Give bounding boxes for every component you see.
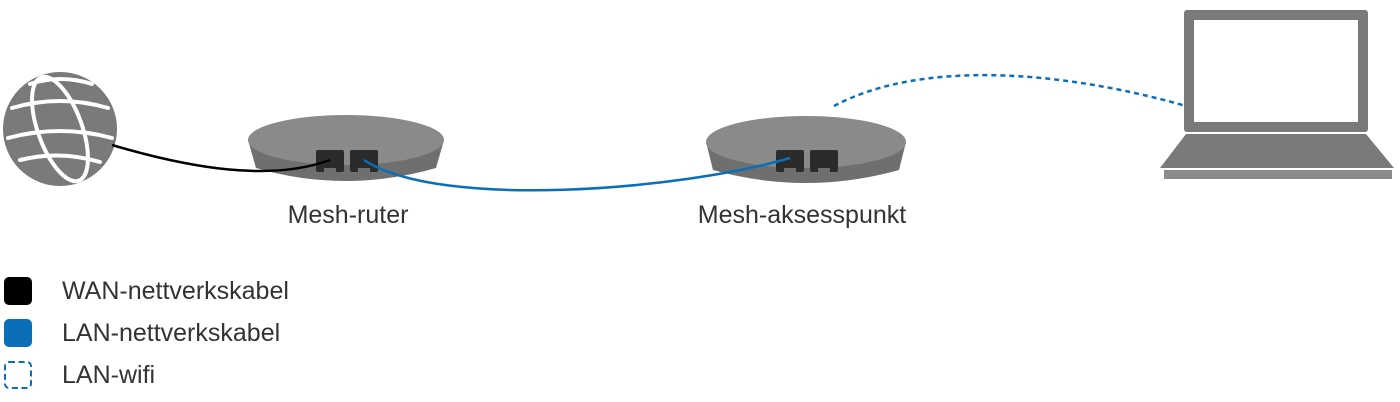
legend-label-wifi: LAN-wifi [62,360,156,389]
access-point-port-2 [810,150,838,172]
wifi-swatch-icon [4,361,32,389]
legend-label-wan: WAN-nettverkskabel [62,276,289,305]
legend-item-lan: LAN-nettverkskabel [4,312,289,354]
laptop-icon [1160,10,1394,179]
access-point-port-lan [776,150,804,172]
lan-swatch-icon [4,319,32,347]
lan-wifi-line [833,73,1187,108]
router-label: Mesh-ruter [288,201,409,229]
legend-item-wan: WAN-nettverkskabel [4,270,289,312]
wan-swatch-icon [4,277,32,305]
legend-label-lan: LAN-nettverkskabel [62,318,281,347]
legend: WAN-nettverkskabel LAN-nettverkskabel LA… [4,270,289,396]
wan-cable-line [111,143,331,173]
mesh-access-point-icon [706,116,906,183]
legend-item-wifi: LAN-wifi [4,354,289,396]
lan-cable-line [363,156,791,192]
access-point-label: Mesh-aksesspunkt [698,201,906,229]
globe-icon [3,72,117,186]
